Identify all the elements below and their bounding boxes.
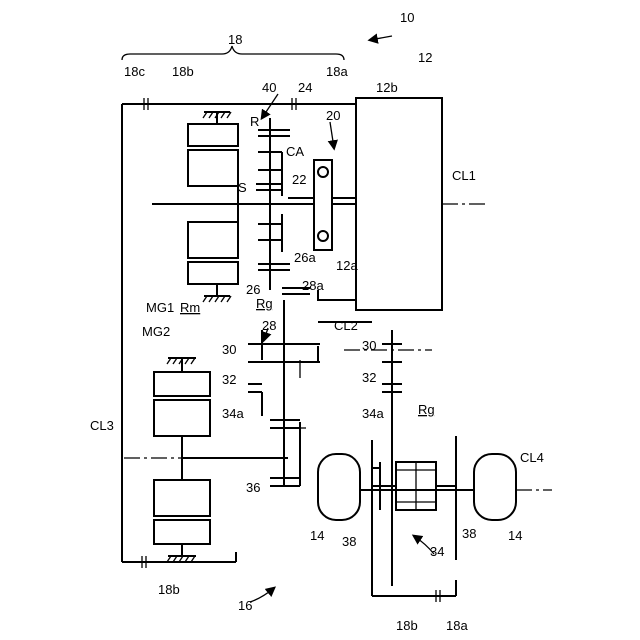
ref-38-left: 38 [342, 534, 356, 549]
ref-28a: 28a [302, 278, 324, 293]
ref-32-left: 32 [222, 372, 236, 387]
label-CL3: CL3 [90, 418, 114, 433]
ref-26: 26 [246, 282, 260, 297]
ref-18c: 18c [124, 64, 145, 79]
mg1-motor [188, 112, 238, 302]
label-R: R [250, 114, 259, 129]
ref-12a: 12a [336, 258, 358, 273]
label-Rg-upper: Rg [256, 296, 273, 311]
ref-36: 36 [246, 480, 260, 495]
ref-20: 20 [326, 108, 340, 123]
mg2-motor [154, 358, 210, 562]
label-Rg-right: Rg [418, 402, 435, 417]
label-MG2: MG2 [142, 324, 170, 339]
ref-30-right: 30 [362, 338, 376, 353]
label-CL1: CL1 [452, 168, 476, 183]
ref-18b-bottom-right: 18b [396, 618, 418, 633]
ref-22: 22 [292, 172, 306, 187]
ref-12b: 12b [376, 80, 398, 95]
label-Rm: Rm [180, 300, 200, 315]
ref-14-right: 14 [508, 528, 522, 543]
ref-14-left: 14 [310, 528, 324, 543]
ref-18a-top: 18a [326, 64, 348, 79]
ref-16: 16 [238, 598, 252, 613]
ref-32-right: 32 [362, 370, 376, 385]
differential [372, 436, 456, 602]
engine-block [356, 98, 442, 310]
label-CL4: CL4 [520, 450, 544, 465]
ref-18b-top: 18b [172, 64, 194, 79]
ref-18: 18 [228, 32, 242, 47]
ref-34a-right: 34a [362, 406, 384, 421]
label-CA: CA [286, 144, 304, 159]
ref-18b-bottom-left: 18b [158, 582, 180, 597]
case-brace [122, 46, 344, 60]
ref-28: 28 [262, 318, 276, 333]
ref-18a-bottom: 18a [446, 618, 468, 633]
ref-24: 24 [298, 80, 312, 95]
label-CL2: CL2 [334, 318, 358, 333]
damper [314, 160, 332, 250]
label-S: S [238, 180, 247, 195]
ref-40: 40 [262, 80, 276, 95]
ref-34: 34 [430, 544, 444, 559]
label-MG1: MG1 [146, 300, 174, 315]
ref-34a-left: 34a [222, 406, 244, 421]
ref-10: 10 [400, 10, 414, 25]
ref-12: 12 [418, 50, 432, 65]
ref-38-right: 38 [462, 526, 476, 541]
ref-30-left: 30 [222, 342, 236, 357]
ref-26a: 26a [294, 250, 316, 265]
